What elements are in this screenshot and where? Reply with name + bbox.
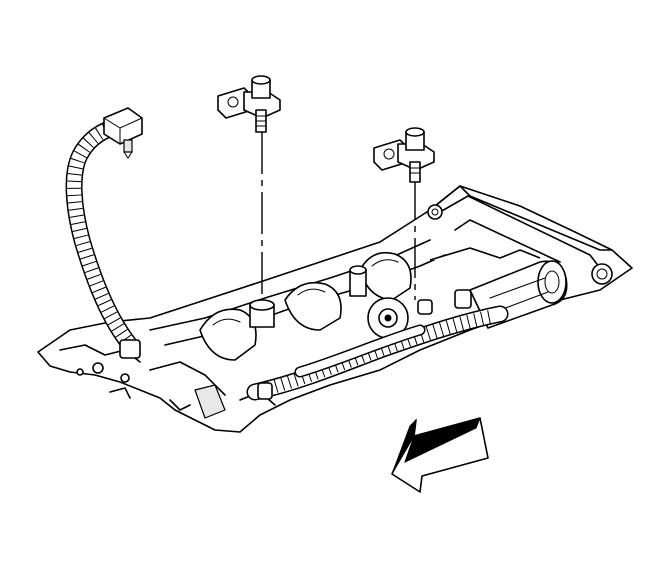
engine-block — [37, 185, 633, 433]
knock-sensor-right — [373, 127, 435, 300]
knock-sensor-left — [217, 75, 281, 300]
harness-connector-icon — [103, 107, 143, 159]
wiring-harness — [65, 119, 509, 401]
direction-arrow-icon — [391, 417, 489, 493]
